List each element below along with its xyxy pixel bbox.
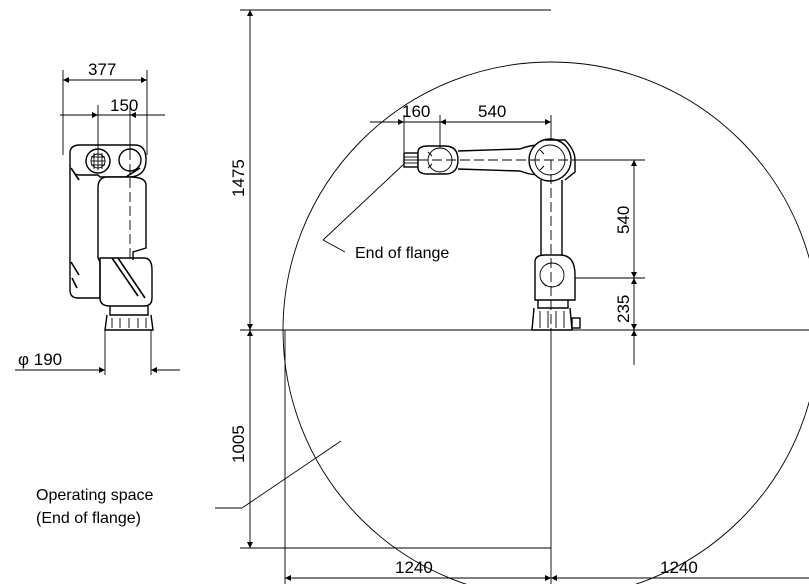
- horizontal-reach-left-label: 1240: [395, 558, 433, 577]
- horizontal-reach-dimensions: [284, 330, 809, 584]
- base-height-label: 235: [614, 295, 633, 323]
- vertical-reach-down-label: 1005: [229, 425, 248, 463]
- flange-length-label: 160: [402, 102, 430, 121]
- operating-space-note-line1: Operating space: [36, 487, 154, 504]
- side-view-dimensions: [15, 70, 180, 375]
- vertical-reach-up-label: 1475: [229, 159, 248, 197]
- side-width-label: 377: [88, 60, 116, 79]
- robot-front-view: [403, 138, 640, 331]
- arm-horizontal-label: 540: [478, 102, 506, 121]
- horizontal-reach-right-label: 1240: [660, 558, 698, 577]
- base-diameter-label: φ 190: [18, 350, 62, 369]
- end-of-flange-note: End of flange: [355, 245, 449, 262]
- arm-vertical-label: 540: [614, 206, 633, 234]
- robot-side-view: [69, 144, 154, 331]
- vertical-reach-dimensions: [240, 9, 551, 549]
- leader-lines: [215, 163, 405, 509]
- operating-space-note-line2: (End of flange): [36, 510, 141, 527]
- front-view-dimensions: [370, 115, 645, 365]
- side-offset-label: 150: [110, 96, 138, 115]
